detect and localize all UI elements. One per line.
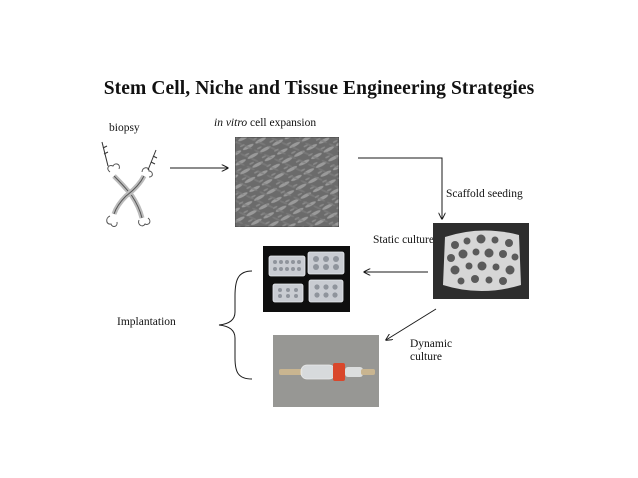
expansion-label-rest: cell expansion [247,117,317,129]
bone-biopsy-sketch-icon [96,136,162,232]
page-title: Stem Cell, Niche and Tissue Engineering … [103,78,535,99]
porous-scaffold-image [433,223,529,299]
biopsy-label: biopsy [109,122,140,134]
dynamic-culture-line2: culture [410,351,442,363]
bioreactor-tube-image [273,335,379,407]
scaffold-seeding-label: Scaffold seeding [446,188,523,200]
implantation-brace [218,270,253,380]
expansion-label: in vitro cell expansion [214,117,316,129]
dynamic-culture-label: Dynamic culture [410,338,452,364]
arrow-scaffold-to-dynamic [386,308,437,340]
cell-culture-micrograph-image [235,137,339,227]
implantation-label: Implantation [117,316,176,328]
dynamic-culture-line1: Dynamic [410,338,453,350]
expansion-label-italic: in vitro [214,117,248,129]
culture-well-plates-image [263,246,350,312]
static-culture-label: Static culture [373,234,434,246]
arrow-expansion-to-scaffold [358,157,442,219]
